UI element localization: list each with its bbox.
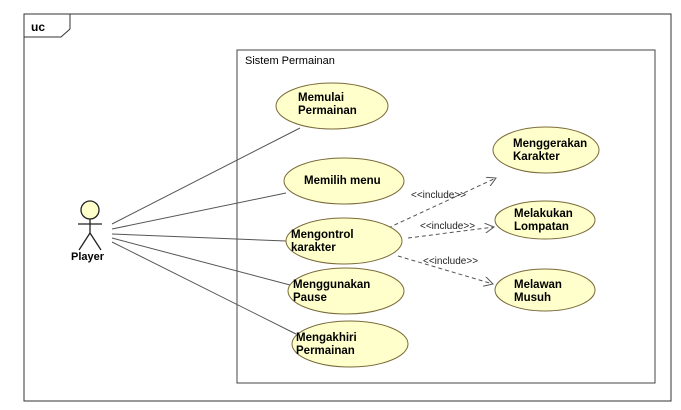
usecase-melawan-ellipse [494,268,596,312]
usecase-menggerakan: Menggerakan Karakter [513,138,587,164]
usecase-mengontrol-ellipse [285,217,403,265]
assoc-memulai [111,127,301,225]
usecase-mengakhiri-line2: Permainan [296,345,355,357]
usecase-melawan-line2: Musuh [514,292,552,304]
assoc-mengontrol [111,233,287,242]
usecase-memulai-line2: Permainan [298,105,357,117]
usecase-memulai: Memulai Permainan [298,92,357,118]
system-title: Sistem Permainan [245,55,335,67]
include-label-melawan: <<include>> [423,256,479,267]
usecase-melawan-line1: Melawan [514,279,562,291]
usecase-menggerakan-ellipse [492,126,600,174]
actor-figure [78,200,102,251]
include-arrows [387,178,496,284]
include-label-lompatan: <<include>> [420,221,476,232]
usecase-pause-ellipse [287,267,405,315]
usecase-memilih-line1: Memilih menu [304,175,381,187]
include-label-menggerakan: <<include>> [411,190,467,201]
frame-tag: uc [31,20,46,34]
usecase-menggerakan-line1: Menggerakan [513,138,588,150]
usecase-memulai-ellipse [275,82,389,130]
usecase-mengontrol: Mengontrol karakter [291,229,354,255]
usecase-mengakhiri: Mengakhiri Permainan [296,332,357,358]
usecase-pause-line2: Pause [293,292,327,304]
include-arrow-melawan [397,255,493,284]
usecase-mengontrol-line1: Mengontrol [291,229,354,241]
include-arrow-menggerakan [387,178,496,229]
usecase-lompatan-ellipse [494,200,596,240]
assoc-mengakhiri [111,241,297,335]
usecase-melawan: Melawan Musuh [514,279,562,305]
include-arrow-lompatan [407,227,494,239]
usecase-mengontrol-line2: karakter [291,242,336,254]
usecase-memilih: Memilih menu [304,175,381,188]
assoc-memilih [111,192,287,230]
usecase-pause-line1: Menggunakan [293,279,371,291]
assoc-pause [111,237,291,286]
actor-name: Player [71,251,105,263]
usecase-memilih-ellipse [283,157,405,205]
associations [111,127,301,335]
usecase-lompatan: Melakukan Lompatan [514,208,573,234]
usecase-lompatan-line2: Lompatan [514,221,569,233]
frame-tag-box [23,13,71,38]
usecase-pause: Menggunakan Pause [293,279,370,305]
usecase-lompatan-line1: Melakukan [514,208,573,220]
usecase-memulai-line1: Memulai [298,92,345,104]
usecase-menggerakan-line2: Karakter [513,151,560,163]
usecase-mengakhiri-line1: Mengakhiri [296,332,357,344]
usecase-mengakhiri-ellipse [291,320,409,368]
